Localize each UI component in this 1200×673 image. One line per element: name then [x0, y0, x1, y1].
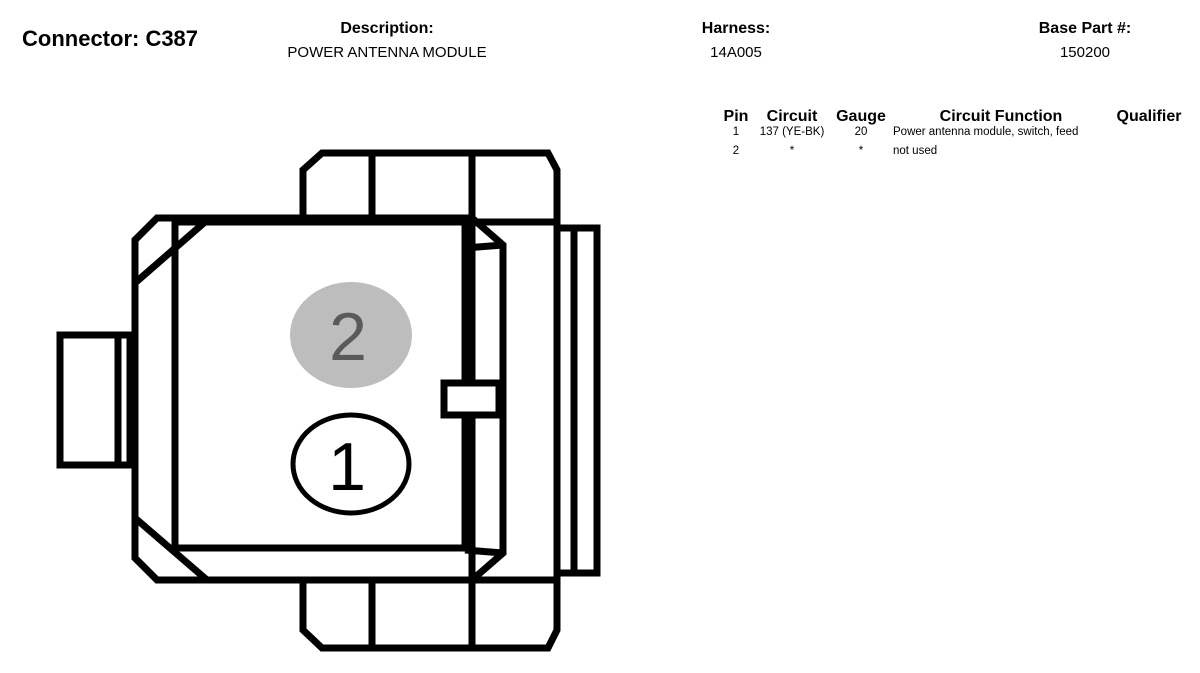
- pin-1-cavity: [290, 412, 412, 516]
- cell-gauge: *: [858, 145, 864, 157]
- table-row: 2 * * not used: [718, 145, 1188, 164]
- pin-1-label: 1: [328, 429, 366, 505]
- cell-circuit: 137 (YE-BK): [759, 126, 825, 138]
- pin-1: 1: [290, 412, 412, 516]
- base-part-label: Base Part #:: [1038, 20, 1132, 37]
- connector-body: [131, 214, 507, 584]
- harness-label: Harness:: [701, 20, 771, 37]
- pin-2-cavity: [290, 282, 412, 388]
- chamfer-bottom-right: [464, 546, 504, 557]
- col-circuit: Circuit: [766, 108, 818, 125]
- key-notch: [440, 379, 503, 419]
- harness-value: 14A005: [710, 44, 762, 61]
- col-gauge: Gauge: [836, 108, 886, 125]
- pin-table: Pin Circuit Gauge Circuit Function Quali…: [718, 104, 1188, 164]
- top-ridge: [299, 149, 561, 226]
- col-qualifier: Qualifier: [1116, 108, 1182, 125]
- pin-2-label: 2: [329, 299, 367, 375]
- base-part-value: 150200: [1059, 44, 1111, 61]
- left-latch-tab: [56, 331, 134, 469]
- description-value: POWER ANTENNA MODULE: [287, 44, 487, 61]
- cell-circuit: *: [789, 145, 795, 157]
- pin-2: 2: [290, 282, 412, 388]
- pin-table-header: Pin Circuit Gauge Circuit Function Quali…: [718, 104, 1188, 126]
- chamfer-bottom-left: [132, 515, 210, 583]
- chamfer-top-right: [464, 241, 504, 252]
- bottom-ridge: [299, 576, 561, 652]
- table-row: 1 137 (YE-BK) 20 Power antenna module, s…: [718, 126, 1188, 145]
- cell-function: not used: [893, 145, 938, 157]
- cell-pin: 2: [732, 145, 740, 157]
- connector-title: Connector: C387: [22, 26, 199, 51]
- chamfer-top-left: [132, 219, 208, 286]
- col-function: Circuit Function: [939, 108, 1063, 125]
- cell-function: Power antenna module, switch, feed: [893, 126, 1079, 138]
- cell-pin: 1: [732, 126, 740, 138]
- cell-gauge: 20: [854, 126, 868, 138]
- connector-outline: [56, 149, 601, 652]
- col-pin: Pin: [723, 108, 749, 125]
- description-label: Description:: [340, 20, 434, 37]
